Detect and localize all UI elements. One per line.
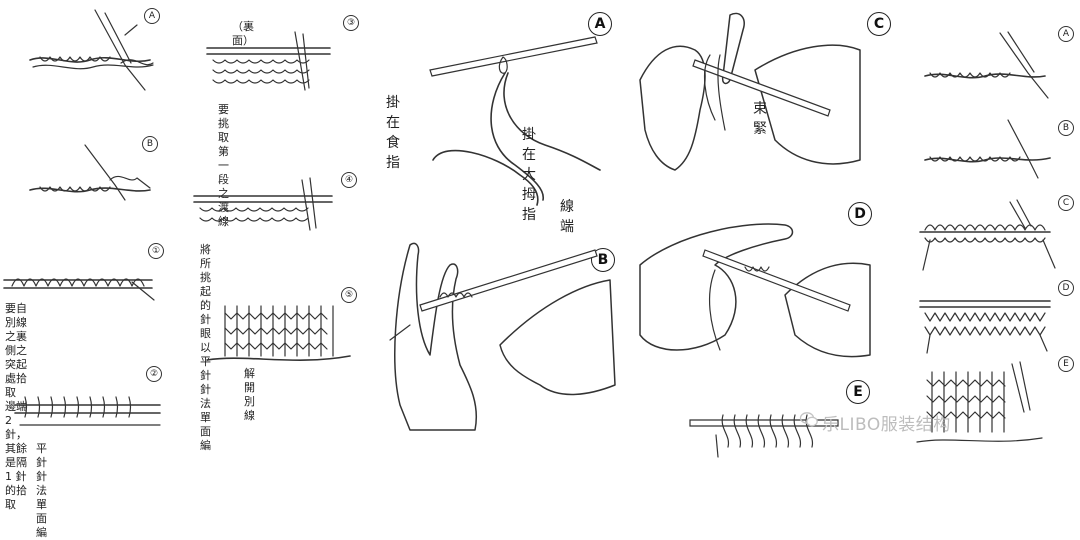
step3-header: （裏面） [232, 20, 254, 47]
step5-text: 解開別線 [244, 367, 255, 422]
label-yarn-end: 線端 [560, 199, 574, 235]
cast-on-yarn-illustration [429, 36, 601, 206]
watermark-text: 乐LIBO服装结构 [822, 415, 951, 435]
marker-center-e: E [846, 380, 870, 404]
step4-text: 將所挑起的針眼以平針 針法單面編 [200, 243, 211, 452]
left-step-2-text: 平針針法單面編 [36, 442, 47, 539]
label-tighten: 束 緊 [753, 101, 767, 137]
right-step-d-illustration [919, 300, 1051, 354]
right-step-c-illustration [919, 199, 1056, 271]
marker-mid-3: ③ [343, 15, 359, 31]
stitches-on-needle-e-illustration [689, 414, 839, 458]
step4-illustration [193, 177, 333, 231]
marker-left-1: ① [148, 243, 164, 259]
marker-left-b: B [142, 136, 158, 152]
left-step-a-illustration [29, 9, 154, 91]
step3-illustration [206, 31, 331, 91]
marker-left-a: A [144, 8, 160, 24]
marker-right-d: D [1058, 280, 1074, 296]
hands-knitting-d-illustration [639, 223, 871, 358]
right-step-e-illustration [916, 361, 1043, 443]
step3-text: 要挑取第一段之渡線 [218, 103, 229, 228]
label-thumb: 掛在大拇指 [522, 127, 536, 223]
marker-center-d: D [848, 202, 872, 226]
marker-center-c: C [867, 12, 891, 36]
marker-right-e: E [1058, 356, 1074, 372]
marker-right-c: C [1058, 195, 1074, 211]
left-step-b-illustration [29, 144, 151, 201]
marker-center-a: A [588, 12, 612, 36]
step5-illustration [206, 305, 351, 361]
marker-left-2: ② [146, 366, 162, 382]
hands-knitting-c-illustration [639, 12, 861, 171]
marker-mid-5: ⑤ [341, 287, 357, 303]
left-step-1-illustration [3, 278, 155, 301]
right-step-a-illustration [924, 31, 1049, 99]
label-index-finger: 掛在食指 [386, 95, 400, 171]
marker-mid-4: ④ [341, 172, 357, 188]
right-step-b-illustration [924, 119, 1051, 179]
hands-knitting-b-illustration [389, 242, 616, 431]
left-step-2-illustration [14, 396, 161, 426]
marker-right-b: B [1058, 120, 1074, 136]
marker-right-a: A [1058, 26, 1074, 42]
wechat-icon [799, 412, 818, 427]
